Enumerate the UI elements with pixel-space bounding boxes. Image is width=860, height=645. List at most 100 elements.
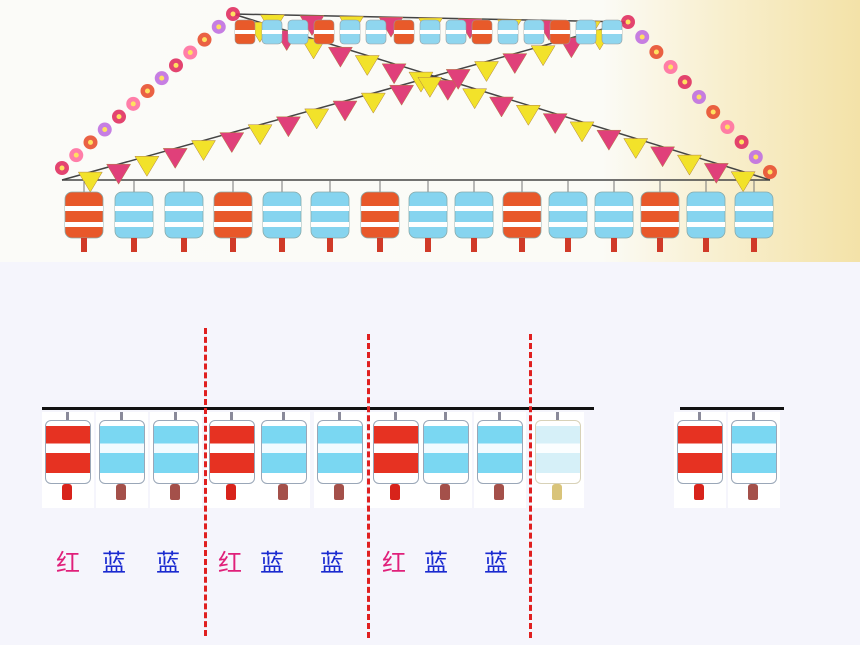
- label-blue-2: 蓝: [156, 549, 180, 577]
- bottom-lantern-band-a-5: [263, 206, 301, 211]
- bottom-lantern-8: [408, 191, 448, 239]
- bottom-lantern-10: [502, 191, 542, 239]
- left-flower-center-8: [116, 114, 122, 120]
- bottom-lantern-band-b-11: [549, 222, 587, 227]
- bottom-lantern-band-b-2: [115, 222, 153, 227]
- bottom-lantern-band-a-14: [687, 206, 725, 211]
- left-flower-center-6: [145, 88, 150, 94]
- diag-b-flag-15: [191, 140, 216, 161]
- bottom-lantern-band-a-2: [115, 206, 153, 211]
- lantern-red-3: [370, 412, 422, 508]
- bottom-lantern-tassel-12: [611, 238, 617, 252]
- bottom-lantern-band-a-6: [311, 206, 349, 211]
- left-flower-center-2: [202, 37, 207, 43]
- top-lantern-band-8: [420, 30, 440, 34]
- diag-b-flag-19: [77, 171, 103, 193]
- label-blue-1: 蓝: [102, 549, 126, 577]
- diag-a-flag-14: [596, 129, 622, 151]
- top-lantern-band-15: [602, 30, 622, 34]
- diag-a-flag-13: [569, 121, 595, 143]
- left-flower-center-12: [59, 165, 65, 171]
- diag-b-flag-10: [332, 100, 358, 122]
- bottom-lantern-band-b-5: [263, 222, 301, 227]
- lantern-unknown-faded: [532, 412, 584, 508]
- bottom-lantern-2: [114, 191, 154, 239]
- bottom-lantern-tassel-15: [751, 238, 757, 252]
- bottom-lantern-tassel-1: [81, 238, 87, 252]
- top-lantern-band-4: [314, 30, 334, 34]
- diag-b-flag-17: [134, 156, 160, 177]
- left-flower-center-5: [159, 75, 165, 81]
- left-flower-center-4: [173, 62, 179, 68]
- top-lantern-band-2: [262, 30, 282, 34]
- top-lantern-band-3: [288, 30, 308, 34]
- diag-b-flag-11: [304, 108, 330, 130]
- diag-a-flag-15: [623, 138, 649, 159]
- right-flower-center-8: [739, 139, 745, 145]
- bottom-lantern-band-a-4: [214, 206, 252, 211]
- right-flower-center-9: [753, 154, 759, 160]
- bottom-lantern-band-a-9: [455, 206, 493, 211]
- garland-drawing: [55, 7, 777, 252]
- diag-a-flag-16: [650, 146, 676, 168]
- diag-a-flag-10: [489, 96, 514, 118]
- bottom-lantern-band-a-10: [503, 206, 541, 211]
- bottom-lantern-band-a-13: [641, 206, 679, 211]
- top-lantern-band-1: [235, 30, 255, 34]
- bottom-lantern-band-a-11: [549, 206, 587, 211]
- bottom-lantern-band-b-6: [311, 222, 349, 227]
- bottom-lantern-9: [454, 191, 494, 239]
- label-blue-4: 蓝: [320, 549, 344, 577]
- lantern-blue-1: [96, 412, 148, 508]
- diag-a-flag-19: [730, 171, 756, 193]
- bottom-lantern-7: [360, 191, 400, 239]
- lantern-garland-illustration: [0, 0, 860, 262]
- bottom-lantern-band-a-12: [595, 206, 633, 211]
- left-flower-center-10: [88, 139, 93, 145]
- top-lantern-band-13: [550, 30, 570, 34]
- diag-b-flag-16: [162, 148, 188, 169]
- diag-a-flag-12: [542, 113, 568, 135]
- bottom-lantern-band-a-7: [361, 206, 399, 211]
- diag-b-flag-4: [502, 53, 528, 75]
- right-flower-center-10: [767, 169, 773, 175]
- bottom-lantern-band-b-15: [735, 222, 773, 227]
- lantern-red-2: [206, 412, 258, 508]
- right-flower-center-4: [682, 79, 688, 85]
- bottom-lantern-12: [594, 191, 634, 239]
- top-lantern-band-7: [394, 30, 414, 34]
- label-red-1: 红: [56, 549, 80, 577]
- bottom-lantern-tassel-7: [377, 238, 383, 252]
- bottom-lantern-4: [213, 191, 253, 239]
- bottom-lantern-band-b-13: [641, 222, 679, 227]
- top-lantern-band-6: [366, 30, 386, 34]
- lantern-blue-3: [258, 412, 310, 508]
- right-flower-center-7: [724, 124, 730, 130]
- left-flower-center-9: [102, 127, 108, 132]
- diag-a-flag-9: [462, 88, 488, 110]
- bottom-lantern-tassel-10: [519, 238, 525, 252]
- bottom-lantern-5: [262, 191, 302, 239]
- bottom-lantern-band-a-3: [165, 206, 203, 211]
- bottom-lantern-band-a-1: [65, 206, 103, 211]
- right-flower-center-2: [653, 49, 659, 55]
- diag-a-flag-8: [435, 80, 461, 101]
- top-lantern-band-10: [472, 30, 492, 34]
- left-flower-center-3: [187, 50, 193, 55]
- bottom-lantern-band-b-9: [455, 222, 493, 227]
- left-flower-center-1: [216, 24, 222, 30]
- right-flower-center-6: [710, 109, 716, 115]
- bottom-lantern-tassel-2: [131, 238, 137, 252]
- diag-a-flag-6: [381, 63, 407, 85]
- bottom-lantern-band-b-10: [503, 222, 541, 227]
- diag-b-flag-18: [106, 163, 132, 185]
- diag-b-flag-5: [474, 61, 499, 82]
- bottom-lantern-3: [164, 191, 204, 239]
- lantern-extra-blue: [728, 412, 780, 508]
- left-flower-center-11: [73, 152, 79, 158]
- diag-b-flag-7: [417, 77, 443, 98]
- diag-b-flag-9: [360, 92, 386, 114]
- bottom-lantern-band-b-4: [214, 222, 252, 227]
- diag-a-flag-18: [703, 163, 729, 184]
- bottom-lantern-13: [640, 191, 680, 239]
